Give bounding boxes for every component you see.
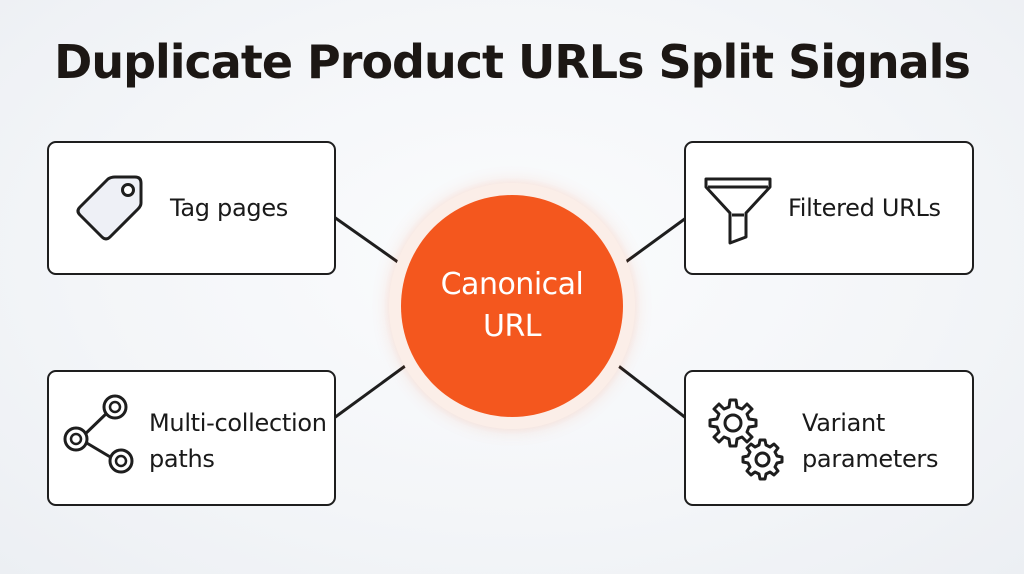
tag-icon <box>76 175 143 241</box>
canonical-url-label-line2: URL <box>482 309 542 344</box>
connector-bottom-right <box>611 359 687 420</box>
node-tag-pages-label: Tag pages <box>170 194 289 222</box>
node-multi-collection-label-line1: Multi-collection <box>149 409 327 437</box>
node-filtered-urls: Filtered URLs <box>684 141 974 275</box>
node-variant-parameters: Variant parameters <box>684 370 974 506</box>
connector-bottom-left <box>333 359 413 420</box>
node-variant-label-line2: parameters <box>802 445 939 473</box>
node-filtered-urls-label: Filtered URLs <box>788 194 941 222</box>
node-multi-collection-label-line2: paths <box>149 445 215 473</box>
filter-funnel-icon <box>704 177 772 245</box>
canonical-url-label-line1: Canonical <box>440 267 584 302</box>
share-nodes-icon <box>63 394 134 474</box>
node-variant-label-line1: Variant <box>802 409 886 437</box>
node-multi-collection-paths: Multi-collection paths <box>47 370 336 506</box>
canonical-url-node: Canonical URL <box>401 195 623 417</box>
gears-icon <box>708 398 784 481</box>
node-tag-pages: Tag pages <box>47 141 336 275</box>
diagram-title: Duplicate Product URLs Split Signals <box>54 35 971 89</box>
